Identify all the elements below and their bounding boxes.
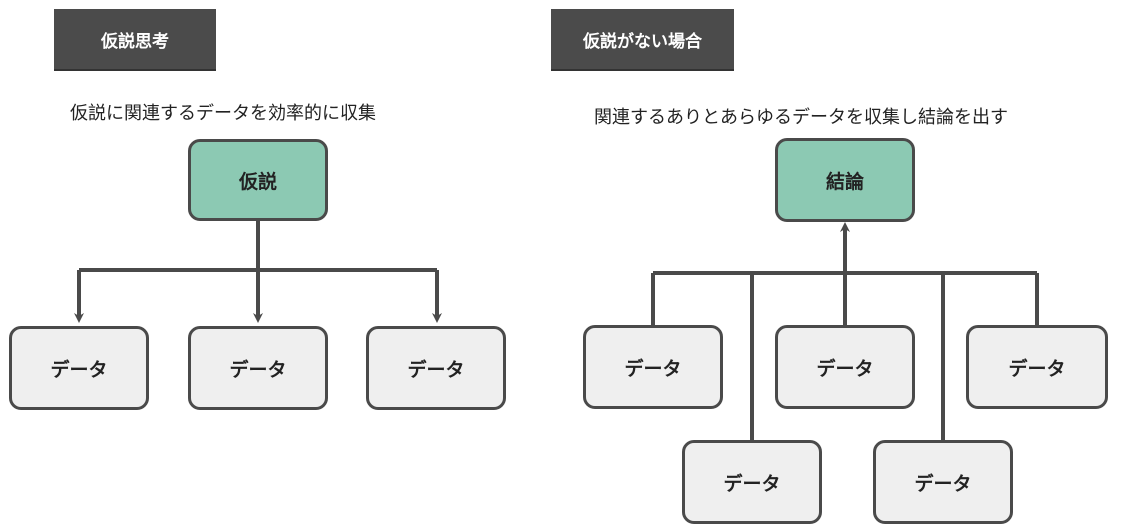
- left-section-tag: 仮説思考: [54, 9, 216, 71]
- right-data-node-3: データ: [966, 325, 1108, 409]
- left-data-node-3: データ: [366, 326, 506, 410]
- hypothesis-node: 仮説: [188, 139, 328, 221]
- right-caption: 関連するありとあらゆるデータを収集し結論を出す: [594, 107, 1008, 128]
- right-data-node-2: データ: [775, 325, 915, 409]
- left-data-node-1: データ: [9, 326, 149, 410]
- left-tree-lines: [74, 220, 442, 323]
- conclusion-node: 結論: [775, 138, 915, 222]
- right-data-node-1: データ: [583, 325, 723, 409]
- right-data-node-4: データ: [682, 440, 822, 524]
- right-section-tag: 仮説がない場合: [551, 9, 734, 71]
- right-data-node-5: データ: [873, 440, 1013, 524]
- left-caption: 仮説に関連するデータを効率的に収集: [70, 103, 376, 124]
- left-data-node-2: データ: [188, 326, 328, 410]
- right-tree-lines: [651, 222, 1039, 440]
